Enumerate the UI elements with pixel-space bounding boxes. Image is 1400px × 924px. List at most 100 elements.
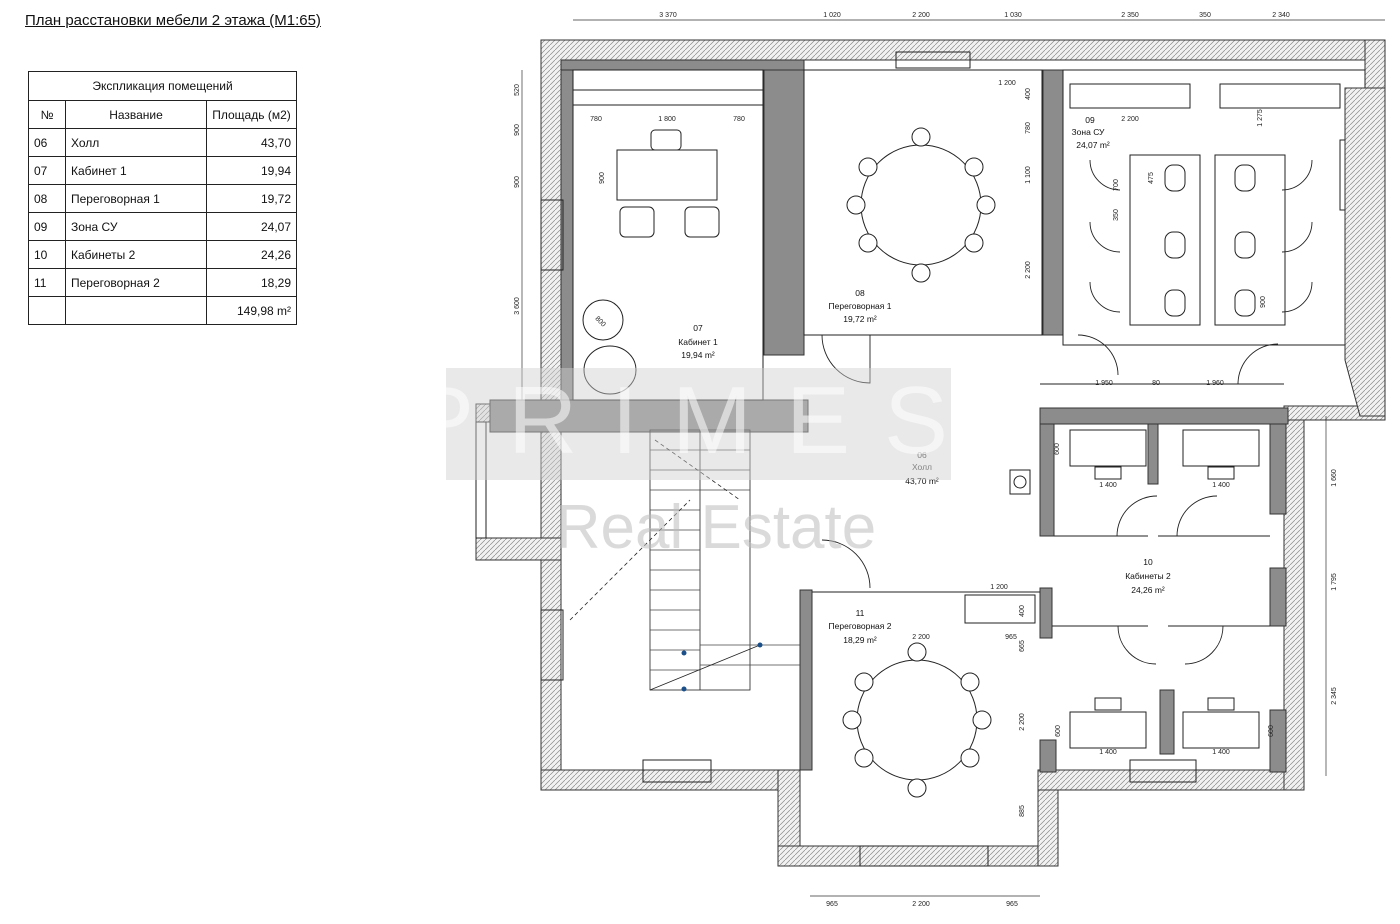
row-area: 43,70 <box>206 128 297 157</box>
dim-interior: 780 <box>1025 122 1032 134</box>
dim-interior: 780 <box>590 116 602 123</box>
dim-interior: 2 200 <box>1121 116 1139 123</box>
room-area: 24,26 m² <box>1131 585 1165 595</box>
dim-bottom: 2 200 <box>912 901 930 908</box>
dim-interior: 600 <box>1268 725 1275 737</box>
dim-interior: 1 950 <box>1095 380 1113 387</box>
row-number: 08 <box>28 184 66 213</box>
table-caption: Экспликация помещений <box>28 71 297 101</box>
dim-interior: 665 <box>1019 640 1026 652</box>
dim-interior: 1 275 <box>1257 109 1264 127</box>
col-header-name: Название <box>65 100 207 129</box>
dim-interior: 700 <box>1113 179 1120 191</box>
cabinet1-furniture <box>582 129 720 395</box>
room-explication-table: Экспликация помещений № Название Площадь… <box>28 71 297 325</box>
staircase <box>569 429 800 692</box>
room-label-08: 08 Переговорная 1 19,72 m² <box>829 288 892 324</box>
row-number: 11 <box>28 268 66 297</box>
dim-interior: 350 <box>1113 209 1120 221</box>
meeting1-table <box>846 127 996 283</box>
dim-interior: 475 <box>1148 172 1155 184</box>
total-area: 149,98 m² <box>206 296 297 325</box>
doors <box>821 159 1313 665</box>
dim-interior: 1 400 <box>1099 482 1117 489</box>
dim-interior: 965 <box>1005 634 1017 641</box>
dim-interior: 1 400 <box>1212 749 1230 756</box>
dim-interior: 1 960 <box>1206 380 1224 387</box>
row-area: 24,07 <box>206 212 297 241</box>
dim-top: 3 370 <box>659 12 677 19</box>
room-number: 07 <box>693 323 703 333</box>
row-name: Переговорная 1 <box>65 184 207 213</box>
dim-interior: 400 <box>1025 88 1032 100</box>
dim-interior: 2 200 <box>1025 261 1032 279</box>
dim-top: 2 340 <box>1272 12 1290 19</box>
room-labels: 06 Холл 43,70 m² 07 Кабинет 1 19,94 m² 0… <box>678 115 1171 645</box>
dim-interior: 900 <box>599 172 606 184</box>
room-number: 11 <box>856 608 865 618</box>
dim-top: 1 030 <box>1004 12 1022 19</box>
dim-top: 350 <box>1199 12 1211 19</box>
room-area: 19,94 m² <box>681 350 715 360</box>
dim-interior: 1 200 <box>990 584 1008 591</box>
room-number: 10 <box>1143 557 1153 567</box>
dim-right: 1 795 <box>1331 573 1338 591</box>
room-area: 18,29 m² <box>843 635 877 645</box>
row-area: 19,94 <box>206 156 297 185</box>
room-name: Холл <box>912 462 932 472</box>
room-name: Переговорная 2 <box>829 621 892 631</box>
room-number: 08 <box>855 288 865 298</box>
dim-left: 3 600 <box>514 297 521 315</box>
dim-top: 2 350 <box>1121 12 1139 19</box>
room-area: 43,70 m² <box>905 476 939 486</box>
room-name: Зона СУ <box>1072 127 1106 137</box>
dim-interior: 1 200 <box>998 80 1016 87</box>
room-label-09: 09 Зона СУ 24,07 m² <box>1072 115 1110 150</box>
dim-interior: 600 <box>1054 443 1061 455</box>
dimension-lines <box>521 19 1385 897</box>
dim-bottom: 965 <box>826 901 838 908</box>
dim-interior: 2 200 <box>1019 713 1026 731</box>
row-number: 09 <box>28 212 66 241</box>
dim-interior: 600 <box>1055 725 1062 737</box>
row-area: 18,29 <box>206 268 297 297</box>
room-area: 19,72 m² <box>843 314 877 324</box>
row-number: 07 <box>28 156 66 185</box>
dim-interior: 900 <box>1260 296 1267 308</box>
table-row-total: 149,98 m² <box>28 296 297 325</box>
interior-walls <box>489 59 1289 773</box>
room-area: 24,07 m² <box>1076 140 1110 150</box>
room-label-10: 10 Кабинеты 2 24,26 m² <box>1125 557 1171 595</box>
table-row: 06 Холл 43,70 <box>28 128 297 157</box>
dim-interior: 80 <box>1152 380 1160 387</box>
dim-interior: 400 <box>1019 605 1026 617</box>
wc-fixtures <box>1069 83 1341 326</box>
room-name: Кабинет 1 <box>678 337 718 347</box>
plan-lines <box>475 51 1367 867</box>
dim-bottom: 965 <box>1006 901 1018 908</box>
dimension-labels: 3 370 1 020 2 200 1 030 2 350 350 2 340 … <box>514 12 1338 908</box>
bay-window <box>1344 87 1386 417</box>
dim-top: 2 200 <box>912 12 930 19</box>
dim-left: 900 <box>514 124 521 136</box>
table-row: 09 Зона СУ 24,07 <box>28 212 297 241</box>
dim-interior: 885 <box>1019 805 1026 817</box>
dim-left: 520 <box>514 84 521 96</box>
cabinets2-desks <box>1009 429 1260 749</box>
room-label-07: 07 Кабинет 1 19,94 m² <box>678 323 718 360</box>
dim-top: 1 020 <box>823 12 841 19</box>
room-number: 09 <box>1085 115 1095 125</box>
dim-right: 2 345 <box>1331 687 1338 705</box>
dim-interior: 780 <box>733 116 745 123</box>
row-area: 24,26 <box>206 240 297 269</box>
col-header-area: Площадь (м2) <box>206 100 297 129</box>
dim-interior: 1 400 <box>1099 749 1117 756</box>
dim-interior: 2 200 <box>912 634 930 641</box>
dim-interior: 1 800 <box>658 116 676 123</box>
dim-interior: 1 100 <box>1025 166 1032 184</box>
room-label-11: 11 Переговорная 2 18,29 m² <box>829 608 892 645</box>
dim-left: 900 <box>514 176 521 188</box>
room-name: Кабинеты 2 <box>1125 571 1171 581</box>
col-header-number: № <box>28 100 66 129</box>
